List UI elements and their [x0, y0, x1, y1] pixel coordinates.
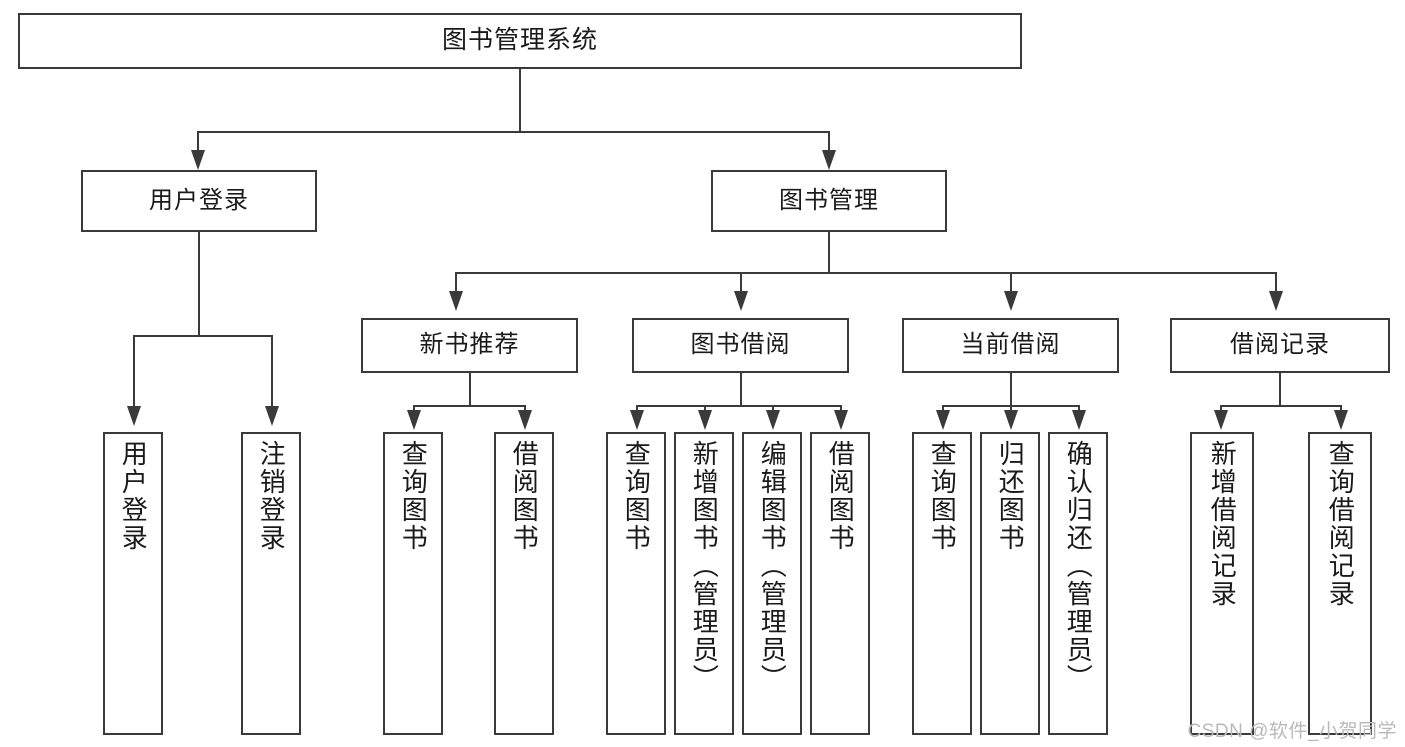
connector-user-login-bus	[133, 335, 273, 337]
node-user-login[interactable]: 用户登录	[81, 170, 317, 232]
connector-root-bus	[197, 131, 829, 133]
arrow-cb-to-leaf-3	[1072, 410, 1086, 430]
arrow-cb-to-leaf-1	[936, 410, 950, 430]
node-label: 新书推荐	[419, 331, 520, 359]
arrow-user-login-to-leaf-1	[127, 406, 141, 426]
leaf-borrow-record-2[interactable]: 查询借阅记录	[1308, 432, 1372, 735]
node-label: 用户登录	[149, 186, 249, 214]
node-label: 确认归还（管理员）	[1063, 440, 1094, 692]
leaf-user-login-1[interactable]: 用户登录	[103, 432, 163, 735]
node-label: 编辑图书（管理员）	[757, 440, 788, 692]
leaf-book-borrow-3[interactable]: 编辑图书（管理员）	[742, 432, 802, 735]
arrow-bb-to-leaf-4	[834, 410, 848, 430]
node-current-borrow[interactable]: 当前借阅	[902, 318, 1119, 373]
connector-nbr-bus	[413, 405, 526, 407]
csdn-watermark: CSDN @软件_小贺同学	[1187, 721, 1397, 742]
connector-user-login-stem	[198, 232, 200, 336]
node-new-book-recommend[interactable]: 新书推荐	[361, 318, 578, 373]
arrow-bm-to-borrow-record	[1269, 291, 1283, 311]
connector-bb-to-leaf-2	[704, 405, 706, 413]
node-label: 查询图书	[621, 440, 652, 552]
connector-bb-to-leaf-3	[772, 405, 774, 413]
connector-cb-to-leaf-2	[1010, 405, 1012, 413]
leaf-new-book-recommend-1[interactable]: 查询图书	[383, 432, 443, 735]
arrow-bb-to-leaf-3	[766, 410, 780, 430]
node-label: 新增借阅记录	[1207, 440, 1238, 608]
leaf-user-login-2[interactable]: 注销登录	[241, 432, 301, 735]
leaf-current-borrow-1[interactable]: 查询图书	[912, 432, 972, 735]
connector-bb-to-leaf-1	[636, 405, 638, 413]
connector-nbr-stem	[469, 373, 471, 406]
connector-root-to-book-management	[828, 131, 830, 155]
node-label: 借阅记录	[1230, 331, 1330, 359]
connector-bm-to-current-borrow	[1010, 272, 1012, 296]
arrow-cb-to-leaf-2	[1004, 410, 1018, 430]
leaf-borrow-record-1[interactable]: 新增借阅记录	[1190, 432, 1254, 735]
connector-bm-to-new-book	[455, 272, 457, 296]
connector-user-login-to-leaf-2	[271, 335, 273, 411]
connector-book-management-stem	[828, 232, 830, 273]
arrow-bb-to-leaf-1	[630, 410, 644, 430]
node-label: 新增图书（管理员）	[689, 440, 720, 692]
connector-br-to-leaf-1	[1220, 405, 1222, 413]
arrow-root-to-user-login	[191, 150, 205, 170]
connector-br-bus	[1220, 405, 1341, 407]
node-label: 借阅图书	[825, 440, 856, 552]
leaf-current-borrow-2[interactable]: 归还图书	[980, 432, 1040, 735]
connector-bb-bus	[636, 405, 842, 407]
arrow-br-to-leaf-2	[1334, 410, 1348, 430]
arrow-br-to-leaf-1	[1214, 410, 1228, 430]
connector-br-stem	[1279, 373, 1281, 406]
connector-cb-to-leaf-1	[942, 405, 944, 413]
connector-nbr-to-leaf-2	[524, 405, 526, 413]
connector-bm-to-borrow-record	[1275, 272, 1277, 296]
arrow-root-to-book-management	[822, 150, 836, 170]
connector-bb-stem	[740, 373, 742, 406]
node-label: 归还图书	[995, 440, 1026, 552]
node-book-management[interactable]: 图书管理	[711, 170, 947, 232]
leaf-book-borrow-1[interactable]: 查询图书	[606, 432, 666, 735]
arrow-nbr-to-leaf-1	[407, 410, 421, 430]
connector-bb-to-leaf-4	[840, 405, 842, 413]
node-label: 借阅图书	[509, 440, 540, 552]
connector-nbr-to-leaf-1	[413, 405, 415, 413]
node-book-borrow[interactable]: 图书借阅	[632, 318, 849, 373]
node-label: 图书管理	[779, 186, 879, 214]
node-label: 当前借阅	[960, 331, 1061, 359]
node-label: 注销登录	[256, 440, 287, 552]
arrow-user-login-to-leaf-2	[265, 406, 279, 426]
arrow-bm-to-current-borrow	[1004, 291, 1018, 311]
leaf-book-borrow-4[interactable]: 借阅图书	[810, 432, 870, 735]
connector-bm-to-book-borrow	[740, 272, 742, 296]
connector-br-to-leaf-2	[1340, 405, 1342, 413]
node-label: 查询图书	[398, 440, 429, 552]
leaf-new-book-recommend-2[interactable]: 借阅图书	[494, 432, 554, 735]
node-root-book-management-system[interactable]: 图书管理系统	[18, 13, 1022, 69]
connector-user-login-to-leaf-1	[133, 335, 135, 411]
arrow-bm-to-new-book	[449, 291, 463, 311]
arrow-bm-to-book-borrow	[734, 291, 748, 311]
connector-root-stem	[519, 69, 521, 132]
node-label: 查询借阅记录	[1325, 440, 1356, 608]
arrow-bb-to-leaf-2	[698, 410, 712, 430]
connector-book-management-bus	[455, 272, 1276, 274]
node-label: 用户登录	[118, 440, 149, 552]
connector-cb-to-leaf-3	[1078, 405, 1080, 413]
connector-cb-stem	[1010, 373, 1012, 406]
node-label: 查询图书	[927, 440, 958, 552]
node-label: 图书管理系统	[441, 26, 598, 55]
connector-root-to-user-login	[197, 131, 199, 155]
arrow-nbr-to-leaf-2	[518, 410, 532, 430]
node-borrow-record[interactable]: 借阅记录	[1170, 318, 1390, 373]
node-label: 图书借阅	[690, 331, 791, 359]
leaf-current-borrow-3[interactable]: 确认归还（管理员）	[1048, 432, 1108, 735]
leaf-book-borrow-2[interactable]: 新增图书（管理员）	[674, 432, 734, 735]
